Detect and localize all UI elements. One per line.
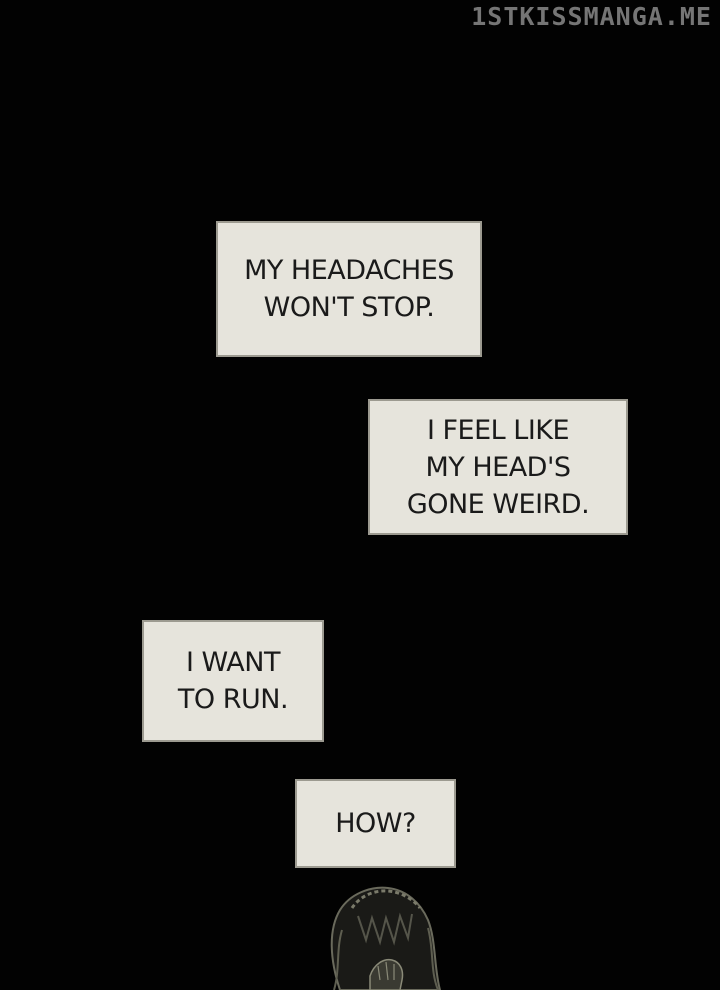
girl-figure-illustration <box>330 886 442 990</box>
caption-text-2: I FEEL LIKE MY HEAD'S GONE WEIRD. <box>406 414 590 520</box>
caption-text-4: HOW? <box>335 808 416 839</box>
caption-box-3: I WANT TO RUN. <box>142 620 324 742</box>
caption-box-4: HOW? <box>295 779 456 868</box>
caption-text-3: I WANT TO RUN. <box>177 647 289 715</box>
caption-text-1: MY HEADACHES WON'T STOP. <box>244 255 454 323</box>
caption-box-2: I FEEL LIKE MY HEAD'S GONE WEIRD. <box>368 399 628 535</box>
caption-box-1: MY HEADACHES WON'T STOP. <box>216 221 482 357</box>
site-watermark: 1STKISSMANGA.ME <box>471 2 712 31</box>
